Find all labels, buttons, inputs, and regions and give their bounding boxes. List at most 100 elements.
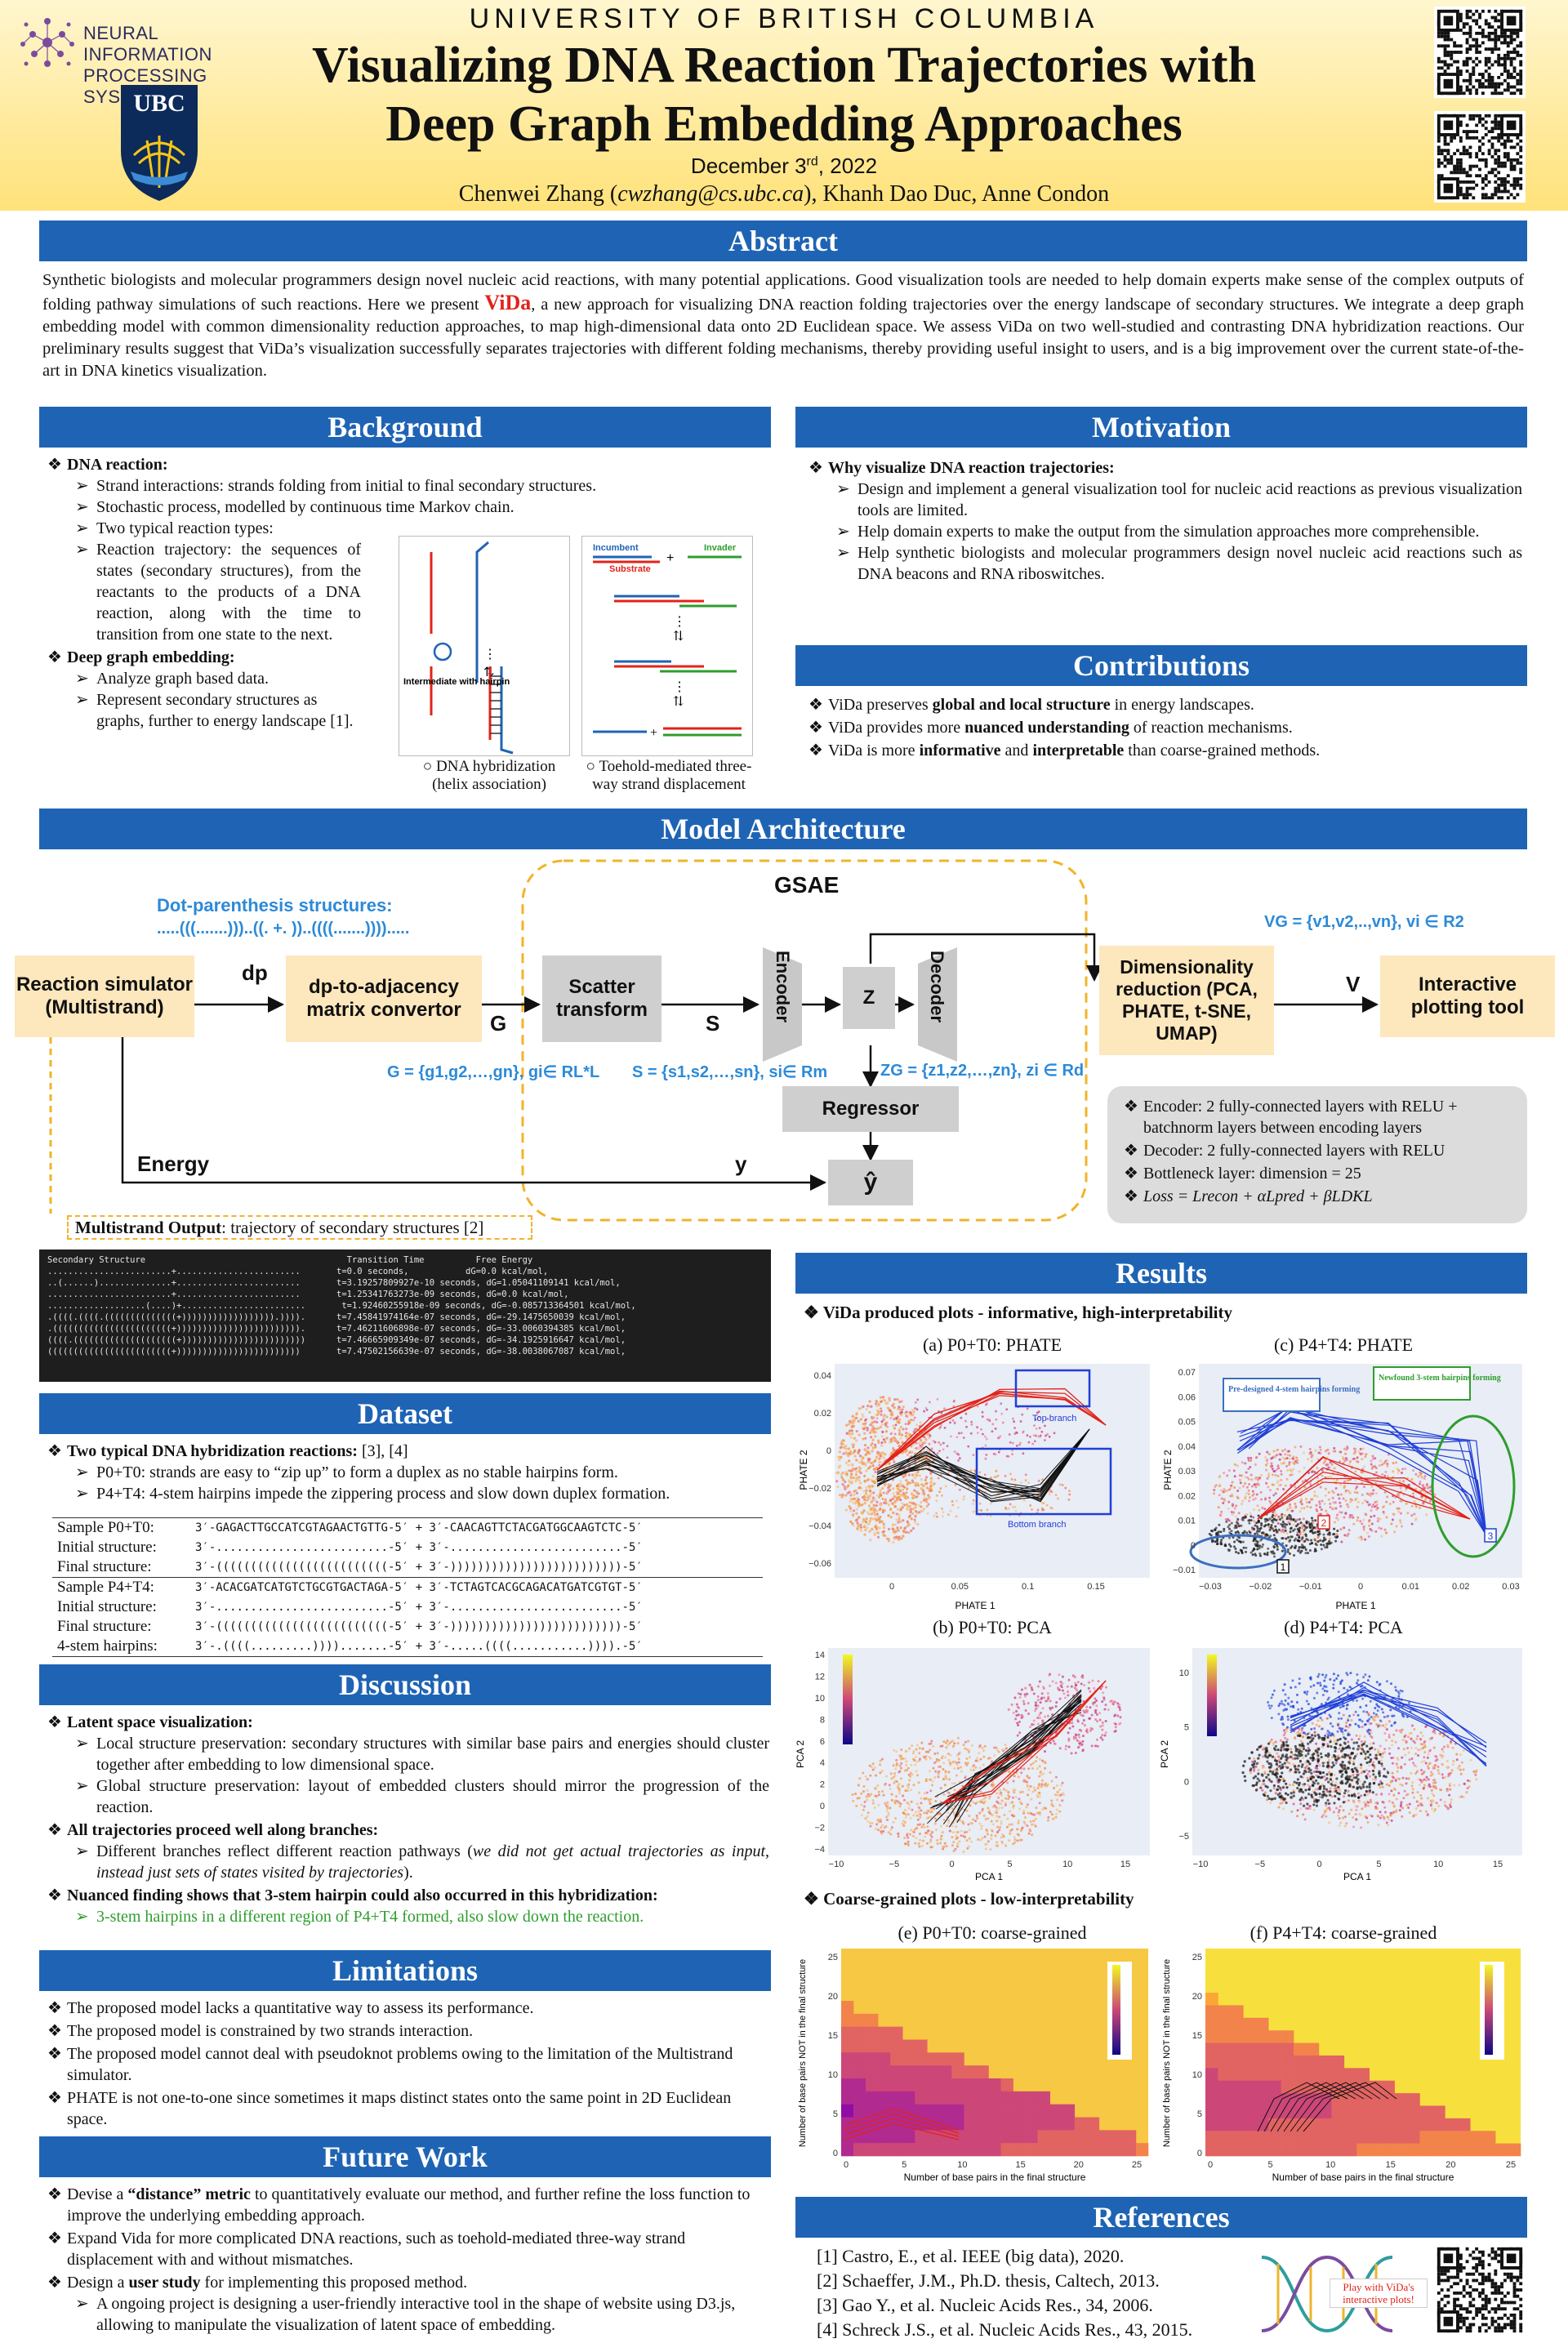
ubc-logo-text: UBC xyxy=(133,90,185,117)
z-definition: ZG = {z1,z2,…,zn}, zi ∈ Rd xyxy=(880,1062,1085,1080)
limitations-heading: Limitations xyxy=(39,1950,771,1991)
abstract-text: Synthetic biologists and molecular progr… xyxy=(42,271,1525,380)
svg-text:−0.06: −0.06 xyxy=(808,1559,831,1569)
svg-text:⋮: ⋮ xyxy=(483,648,497,662)
yhat-box: ŷ xyxy=(828,1160,913,1205)
strand-displacement-figure: Incumbent Invader Substrate + ⋮⇅ ⋮⇅ + xyxy=(581,536,753,756)
future-work-text: ❖Devise a “distance” metric to quantitat… xyxy=(47,2185,751,2334)
references-heading: References xyxy=(795,2197,1527,2238)
svg-text:0.02: 0.02 xyxy=(1178,1491,1196,1501)
svg-text:PHATE 2: PHATE 2 xyxy=(798,1450,809,1490)
results-subheading-coarse: ❖ Coarse-grained plots - low-interpretab… xyxy=(804,1889,1134,1909)
svg-text:2: 2 xyxy=(1321,1517,1327,1529)
svg-text:10: 10 xyxy=(1062,1860,1072,1869)
svg-text:−0.04: −0.04 xyxy=(808,1521,831,1531)
multistrand-output-caption: Multistrand Output: trajectory of second… xyxy=(67,1215,532,1240)
motivation-text: ❖Why visualize DNA reaction trajectories… xyxy=(808,459,1522,583)
svg-text:0.04: 0.04 xyxy=(1178,1442,1196,1452)
svg-text:0.01: 0.01 xyxy=(1402,1582,1419,1592)
dotparen-title: Dot-parenthesis structures: xyxy=(157,895,393,915)
table-row: Sample P4+T4:3′-ACACGATCATGTCTGCGTGACTAG… xyxy=(52,1577,763,1597)
svg-text:0: 0 xyxy=(1358,1582,1363,1592)
svg-text:PHATE 1: PHATE 1 xyxy=(955,1600,995,1611)
interactive-plotting-box: Interactive plotting tool xyxy=(1380,956,1555,1037)
svg-text:0.03: 0.03 xyxy=(1502,1582,1519,1592)
reaction-simulator-box: Reaction simulator (Multistrand) xyxy=(15,956,194,1037)
svg-text:0.06: 0.06 xyxy=(1178,1392,1196,1402)
table-row: Sample P0+T0:3′-GAGACTTGCCATCGTAGAACTGTT… xyxy=(52,1517,763,1538)
fig1-label-line1: Intermediate with hairpin xyxy=(403,677,510,687)
svg-text:−0.01: −0.01 xyxy=(1299,1582,1322,1592)
s-label: S xyxy=(706,1011,720,1036)
table-row: Initial structure:3′-...................… xyxy=(57,1598,643,1615)
ubc-crest-logo: UBC xyxy=(121,85,198,201)
svg-text:−0.02: −0.02 xyxy=(808,1484,831,1494)
poster-authors: Chenwei Zhang (cwzhang@cs.ubc.ca), Khanh… xyxy=(458,181,1110,207)
g-label: G xyxy=(490,1011,507,1036)
limitations-text: ❖The proposed model lacks a quantitative… xyxy=(47,1999,733,2128)
dna-hybridization-figure: ⋮ ⇅ Intermediate with hairpin xyxy=(399,536,570,756)
contributions-text: ❖ViDa preserves global and local structu… xyxy=(808,696,1321,760)
qr-code-icon[interactable] xyxy=(1434,2244,1526,2336)
qr-code-icon[interactable] xyxy=(1434,7,1526,98)
svg-text:0: 0 xyxy=(1191,1541,1196,1551)
svg-text:PCA 1: PCA 1 xyxy=(975,1871,1003,1882)
svg-text:0.03: 0.03 xyxy=(1178,1467,1196,1477)
svg-text:0.15: 0.15 xyxy=(1087,1582,1104,1592)
svg-text:⋮: ⋮ xyxy=(673,615,686,629)
caption-e: (e) P0+T0: coarse-grained xyxy=(898,1922,1087,1943)
svg-text:12: 12 xyxy=(815,1672,825,1682)
poster-header: NEURAL INFORMATION PROCESSING SYSTEMS UB… xyxy=(0,0,1568,211)
model-heading: Model Architecture xyxy=(39,808,1527,849)
svg-text:−10: −10 xyxy=(829,1860,844,1869)
plot-a-phate-p0t0[interactable]: Top branch Bottom branch 0.040.020−0.02−… xyxy=(795,1356,1155,1617)
svg-text:⋮: ⋮ xyxy=(673,680,686,694)
results-subheading-vida: ❖ ViDa produced plots - informative, hig… xyxy=(804,1303,1232,1322)
discussion-text: ❖Latent space visualization: ➢Local stru… xyxy=(47,1713,770,1926)
qr-code-icon[interactable] xyxy=(1434,111,1526,203)
plot-c-phate-p4t4[interactable]: Pre-designed 4-stem hairpins forming New… xyxy=(1160,1356,1527,1617)
play-note: Play with ViDa's interactive plots! xyxy=(1330,2278,1428,2308)
predesigned-hairpin-label: Pre-designed 4-stem hairpins forming xyxy=(1228,1385,1360,1394)
regressor-box: Regressor xyxy=(782,1086,959,1132)
svg-text:0: 0 xyxy=(950,1860,955,1869)
svg-text:3: 3 xyxy=(1488,1530,1494,1542)
svg-text:Substrate: Substrate xyxy=(609,564,651,574)
sequence-table: Sample P0+T0:3′-GAGACTTGCCATCGTAGAACTGTT… xyxy=(52,1517,763,1657)
svg-text:0.05: 0.05 xyxy=(1178,1418,1196,1428)
svg-text:−0.01: −0.01 xyxy=(1173,1566,1196,1575)
model-diagram-lines xyxy=(49,859,1379,1222)
svg-text:0.02: 0.02 xyxy=(814,1409,831,1419)
multistrand-terminal-output: Secondary Structure Transition Time Free… xyxy=(39,1250,771,1382)
svg-text:0.01: 0.01 xyxy=(1178,1517,1196,1526)
svg-text:4: 4 xyxy=(820,1758,825,1768)
svg-text:+: + xyxy=(650,726,657,740)
caption-f: (f) P4+T4: coarse-grained xyxy=(1250,1922,1437,1943)
fig1-caption: ○ DNA hybridization (helix association) xyxy=(422,758,556,793)
newfound-hairpin-label: Newfound 3-stem hairpins forming xyxy=(1379,1374,1501,1383)
svg-text:+: + xyxy=(666,551,674,565)
svg-text:PHATE 2: PHATE 2 xyxy=(1162,1450,1174,1490)
svg-text:−5: −5 xyxy=(889,1860,900,1869)
svg-text:PHATE 1: PHATE 1 xyxy=(1335,1600,1375,1611)
table-row: Initial structure:3′-...................… xyxy=(57,1539,643,1556)
svg-text:0.05: 0.05 xyxy=(951,1582,969,1592)
table-row: 4-stem hairpins:3′-.((((.........))))...… xyxy=(52,1637,763,1657)
top-branch-label: Top branch xyxy=(1032,1414,1076,1423)
svg-text:10: 10 xyxy=(815,1694,825,1704)
v-definition: VG = {v1,v2,..,vn}, vi ∈ R2 xyxy=(1264,913,1464,931)
dp-to-adjacency-box: dp-to-adjacency matrix convertor xyxy=(286,956,482,1042)
svg-text:15: 15 xyxy=(1120,1860,1130,1869)
reference-item: [2] Schaeffer, J.M., Ph.D. thesis, Calte… xyxy=(817,2270,1160,2291)
svg-text:0.04: 0.04 xyxy=(814,1371,831,1381)
svg-text:14: 14 xyxy=(815,1650,825,1660)
reference-item: [4] Schreck J.S., et al. Nucleic Acids R… xyxy=(817,2319,1193,2340)
svg-text:−4: −4 xyxy=(814,1845,825,1855)
dp-label: dp xyxy=(242,960,268,985)
svg-text:Invader: Invader xyxy=(704,543,737,553)
caption-b: (b) P0+T0: PCA xyxy=(933,1617,1052,1637)
